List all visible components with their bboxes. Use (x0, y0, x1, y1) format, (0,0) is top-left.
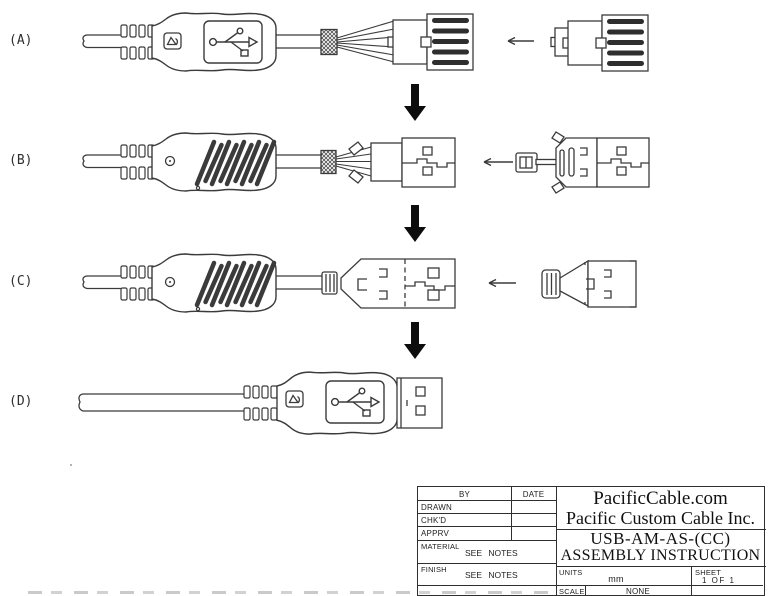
usb-a-plug (396, 377, 443, 429)
assembly-diagram (78, 12, 650, 435)
cable (78, 393, 244, 412)
inner-cable (276, 154, 322, 169)
step-arrow-b-c (404, 205, 426, 242)
insert-arrow-icon (488, 278, 516, 288)
approved-row-label: APPRV (421, 529, 449, 538)
step-label-c: (C) (9, 274, 33, 289)
drawn-row-label: DRAWN (421, 502, 452, 512)
loose-shell-and-latch (515, 131, 650, 194)
step-a-illustration (82, 12, 649, 72)
insert-arrow-icon (483, 157, 513, 167)
step-d-illustration (78, 371, 443, 435)
usb-trident-icon (325, 380, 385, 424)
sheet-label: SHEET (695, 568, 722, 577)
strain-relief (120, 265, 155, 301)
braid-crimp (320, 149, 337, 175)
inner-cable (276, 275, 322, 290)
crimp-housing (387, 13, 474, 71)
sheet-value: 1 OF 1 (702, 576, 736, 585)
step-label-b: (B) (9, 153, 33, 168)
mold-pin-mark (164, 155, 176, 167)
part-number: USB-AM-AS-(CC) (590, 529, 731, 548)
scale-value: NONE (626, 587, 650, 596)
wire-fan (336, 20, 395, 63)
step-label-d: (D) (9, 394, 33, 409)
by-column-header: BY (458, 489, 471, 499)
material-row-label: MATERIAL (421, 542, 460, 551)
cert-mark-icon (163, 32, 182, 50)
usb-a-inner-assembly (348, 137, 456, 188)
braid-crimp (320, 28, 338, 56)
step-arrow-c-d (404, 322, 426, 359)
finish-value: SEE NOTES (465, 570, 518, 580)
usb-trident-icon (203, 20, 263, 64)
step-label-a: (A) (9, 33, 33, 48)
checked-row-label: CHK'D (421, 515, 447, 525)
units-label: UNITS (559, 568, 583, 577)
cable-stub (82, 34, 121, 49)
strain-relief (243, 385, 278, 421)
ferrule (321, 271, 338, 295)
title-block: BY DATE DRAWN CHK'D APPRV MATERIAL SEE N… (417, 486, 766, 596)
strain-relief (120, 144, 155, 180)
usb-a-with-cover (340, 258, 456, 309)
inner-cable (276, 34, 321, 49)
mold-pin-mark (164, 276, 176, 288)
cert-mark-icon (285, 390, 304, 408)
scale-label: SCALE (559, 587, 585, 596)
material-value: SEE NOTES (465, 548, 518, 558)
company-name: Pacific Custom Cable Inc. (566, 508, 755, 528)
step-b-illustration (82, 131, 650, 194)
insert-arrow-icon (507, 36, 534, 46)
date-column-header: DATE (522, 489, 545, 499)
scan-speck (70, 464, 72, 466)
finish-row-label: FINISH (421, 565, 447, 574)
cable-stub (82, 275, 121, 290)
step-c-illustration (82, 253, 637, 312)
loose-cover (541, 259, 637, 308)
units-value: mm (608, 574, 624, 584)
strain-relief (120, 24, 155, 60)
website-title: PacificCable.com (593, 488, 728, 509)
loose-crimp-housing (550, 14, 649, 72)
cable-stub (82, 154, 121, 169)
scan-edge-artifact (28, 591, 548, 594)
document-title: ASSEMBLY INSTRUCTION (560, 547, 761, 564)
step-arrow-a-b (404, 84, 426, 121)
